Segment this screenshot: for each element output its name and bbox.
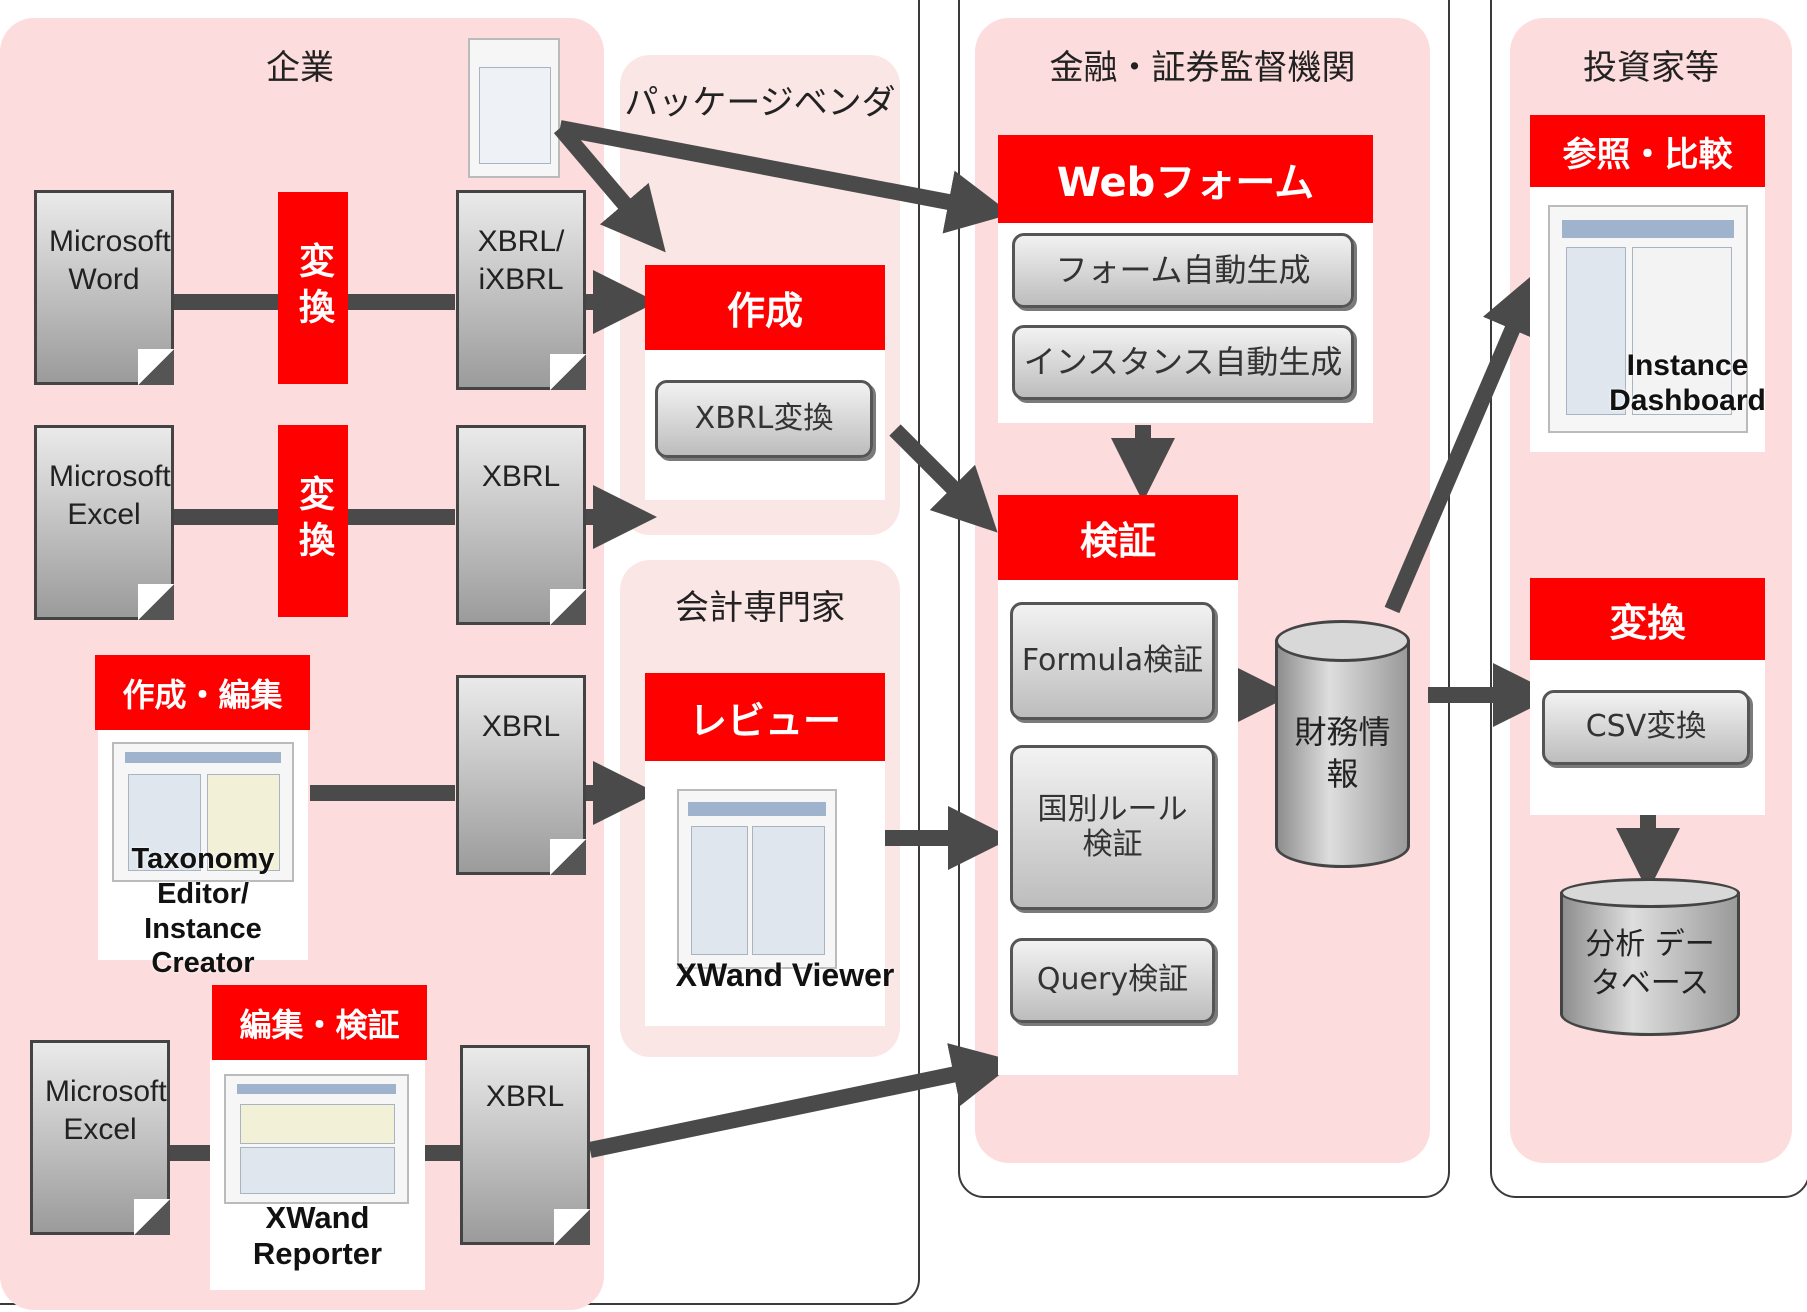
- validation-header: 検証: [998, 495, 1238, 580]
- taxonomy-editor-caption: Taxonomy Editor/ Instance Creator: [131, 843, 275, 980]
- csv-convert-button[interactable]: CSV変換: [1542, 690, 1750, 765]
- xwand-reporter-screenshot[interactable]: [224, 1074, 409, 1204]
- validation-panel: Formula検証 国別ルール 検証 Query検証: [998, 580, 1238, 1075]
- regulator-title: 金融・証券監督機関: [1049, 48, 1356, 88]
- convert-label-2: 変換: [278, 425, 348, 617]
- xbrl-label-3: XBRL: [481, 710, 561, 743]
- vendor-panel: XBRL変換: [645, 350, 885, 500]
- xbrl-ixbrl-label: XBRL/ iXBRL: [477, 225, 565, 296]
- xbrl-label-4: XBRL: [485, 1080, 565, 1113]
- page-fold-icon: [138, 584, 174, 620]
- excel-document-2[interactable]: Microsoft Excel: [30, 1040, 170, 1235]
- webform-panel: フォーム自動生成 インスタンス自動生成: [998, 223, 1373, 423]
- report-thumbnail: [468, 38, 560, 178]
- instance-autogen-button[interactable]: インスタンス自動生成: [1012, 325, 1354, 400]
- company-title: 企業: [266, 48, 334, 88]
- accounting-expert-title: 会計専門家: [675, 588, 845, 628]
- view-compare-header: 参照・比較: [1530, 115, 1765, 187]
- taxonomy-editor-panel: Taxonomy Editor/ Instance Creator: [98, 730, 308, 979]
- word-document[interactable]: Microsoft Word: [34, 190, 174, 385]
- financial-info-body: 財務情報: [1275, 640, 1410, 868]
- convert-panel: CSV変換: [1530, 660, 1765, 815]
- instance-dashboard-caption: Instance Dashboard: [1609, 349, 1766, 417]
- analysis-database-body: 分析 データベース: [1560, 892, 1740, 1036]
- xwand-reporter-caption: XWand Reporter: [252, 1200, 383, 1271]
- page-fold-icon: [134, 1199, 170, 1235]
- page-fold-icon: [550, 354, 586, 390]
- page-fold-icon: [550, 589, 586, 625]
- query-validation-button[interactable]: Query検証: [1010, 938, 1215, 1023]
- xbrl-document-2[interactable]: XBRL: [456, 425, 586, 625]
- convert-header: 変換: [1530, 578, 1765, 660]
- taxonomy-editor-screenshot[interactable]: [112, 742, 294, 882]
- form-autogen-button[interactable]: フォーム自動生成: [1012, 233, 1354, 308]
- database-icon: [1275, 620, 1410, 662]
- xwand-viewer-caption: XWand Viewer: [675, 957, 895, 993]
- edit-validate-header: 編集・検証: [212, 985, 427, 1060]
- analysis-database[interactable]: 分析 データベース: [1560, 878, 1740, 1036]
- excel-document-2-label: Microsoft Excel: [45, 1075, 167, 1146]
- database-icon: [1560, 878, 1740, 908]
- package-vendor-title: パッケージベンダ: [624, 83, 896, 123]
- financial-info-database[interactable]: 財務情報: [1275, 620, 1410, 870]
- review-panel: XWand Viewer: [645, 761, 894, 1026]
- xbrl-ixbrl-document[interactable]: XBRL/ iXBRL: [456, 190, 586, 390]
- xbrl-document-3[interactable]: XBRL: [456, 675, 586, 875]
- xwand-reporter-panel: XWand Reporter: [210, 1060, 425, 1290]
- xbrl-document-4[interactable]: XBRL: [460, 1045, 590, 1245]
- xwand-viewer-screenshot[interactable]: [677, 789, 837, 969]
- excel-document[interactable]: Microsoft Excel: [34, 425, 174, 620]
- word-document-label: Microsoft Word: [49, 225, 171, 296]
- analysis-database-label: 分析 データベース: [1585, 927, 1715, 1001]
- convert-label-1: 変換: [278, 192, 348, 384]
- create-edit-header: 作成・編集: [95, 655, 310, 730]
- review-header: レビュー: [645, 673, 885, 761]
- webform-header: Webフォーム: [998, 135, 1373, 223]
- xbrl-label-2: XBRL: [481, 460, 561, 493]
- page-fold-icon: [138, 349, 174, 385]
- page-fold-icon: [554, 1209, 590, 1245]
- vendor-create-header: 作成: [645, 265, 885, 350]
- page-fold-icon: [550, 839, 586, 875]
- country-rule-validation-button[interactable]: 国別ルール 検証: [1010, 745, 1215, 910]
- investor-title: 投資家等: [1583, 48, 1719, 88]
- financial-info-label: 財務情報: [1294, 713, 1391, 793]
- formula-validation-button[interactable]: Formula検証: [1010, 602, 1215, 720]
- instance-dashboard-screenshot[interactable]: [1548, 205, 1748, 433]
- dashboard-panel: Instance Dashboard: [1530, 187, 1766, 452]
- excel-document-label: Microsoft Excel: [49, 460, 171, 531]
- xbrl-convert-button[interactable]: XBRL変換: [655, 380, 873, 458]
